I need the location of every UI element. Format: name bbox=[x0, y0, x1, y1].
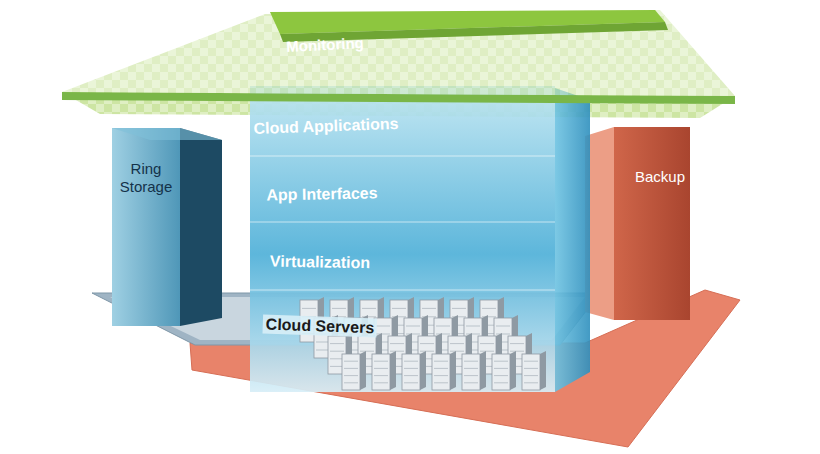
server-rack bbox=[522, 351, 546, 390]
pillar-box: Ring Storage bbox=[114, 160, 178, 196]
server-rack bbox=[462, 351, 486, 390]
server-racks bbox=[300, 297, 546, 390]
server-rack bbox=[402, 351, 426, 390]
server-rack bbox=[492, 351, 516, 390]
layer-band: App Interfaces bbox=[266, 183, 377, 204]
layer-label: Ring Storage bbox=[114, 160, 178, 196]
layer-label: Backup bbox=[635, 168, 685, 186]
server-rack bbox=[432, 351, 456, 390]
storage-pillar bbox=[112, 128, 180, 326]
layer-label: Cloud Servers bbox=[262, 314, 377, 337]
server-rack bbox=[372, 351, 396, 390]
roof-top bbox=[62, 10, 735, 96]
cube-front bbox=[250, 86, 555, 392]
layer-label: Virtualization bbox=[270, 252, 370, 273]
layer-divider bbox=[250, 156, 555, 157]
pillar-side bbox=[180, 128, 222, 326]
layer-divider bbox=[250, 290, 555, 291]
backup-pillar bbox=[614, 127, 690, 320]
pillar-top bbox=[112, 128, 222, 140]
layer-label: App Interfaces bbox=[266, 183, 377, 204]
layer-band: Cloud Servers bbox=[262, 314, 377, 337]
layer-divider bbox=[250, 222, 555, 223]
layer-band: Virtualization bbox=[270, 252, 370, 273]
server-rack bbox=[342, 351, 366, 390]
cube-side bbox=[555, 88, 590, 392]
pillar-box: Backup bbox=[635, 168, 685, 186]
